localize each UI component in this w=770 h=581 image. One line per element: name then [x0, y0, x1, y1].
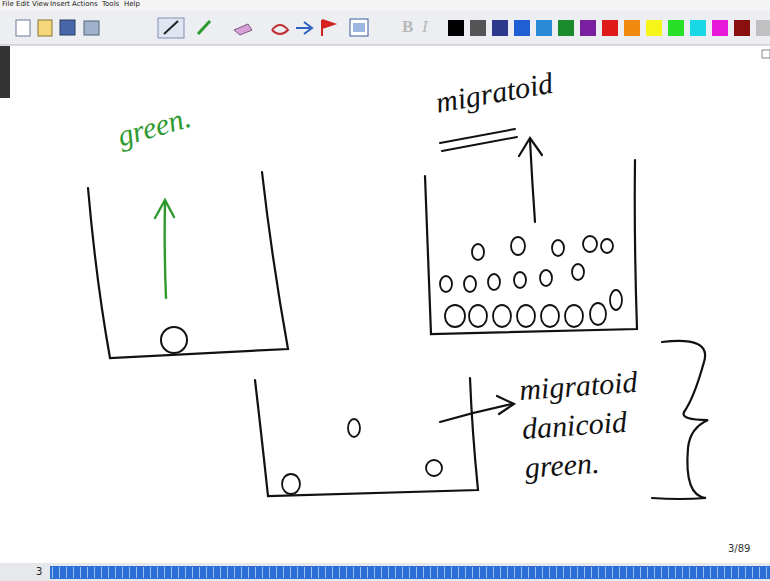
page-indicator: 3: [36, 566, 42, 577]
color-palette: [448, 20, 770, 36]
progress-bar: [50, 566, 770, 579]
scroll-box: [762, 50, 770, 58]
status-bar: [0, 563, 770, 581]
particles: [440, 236, 622, 327]
arrow-right: [440, 396, 514, 422]
menu-item: View: [32, 1, 49, 9]
handwritten-note: green.: [113, 100, 194, 152]
beaker: [88, 172, 288, 358]
handwritten-note: migratoid: [433, 66, 555, 119]
menu-item: Tools: [102, 1, 119, 9]
handwritten-list: migratoid danicoid green.: [518, 362, 644, 487]
particles: [282, 419, 442, 494]
page-number: 3/89: [728, 543, 750, 554]
menu-item: Insert: [50, 1, 70, 9]
arrow-up: [519, 138, 542, 222]
double-underline: [440, 129, 517, 151]
menu-item: Actions: [72, 1, 98, 9]
menu-bar: [0, 0, 770, 11]
progress-segments: [52, 567, 767, 578]
curly-brace: [652, 341, 708, 499]
green-arrow: [155, 200, 174, 298]
toolbar: [0, 11, 770, 45]
beaker: [255, 378, 478, 496]
window-edge: [0, 46, 10, 98]
bold-button: B: [402, 18, 413, 37]
italic-button: I: [422, 18, 428, 37]
toolbar-icons: [16, 18, 368, 38]
beaker: [425, 160, 637, 334]
toolbar-border: [0, 45, 770, 46]
menu-item: Edit: [16, 1, 30, 9]
menu-item: Help: [124, 1, 140, 9]
particle: [161, 327, 187, 353]
menu-item: File: [2, 1, 14, 9]
